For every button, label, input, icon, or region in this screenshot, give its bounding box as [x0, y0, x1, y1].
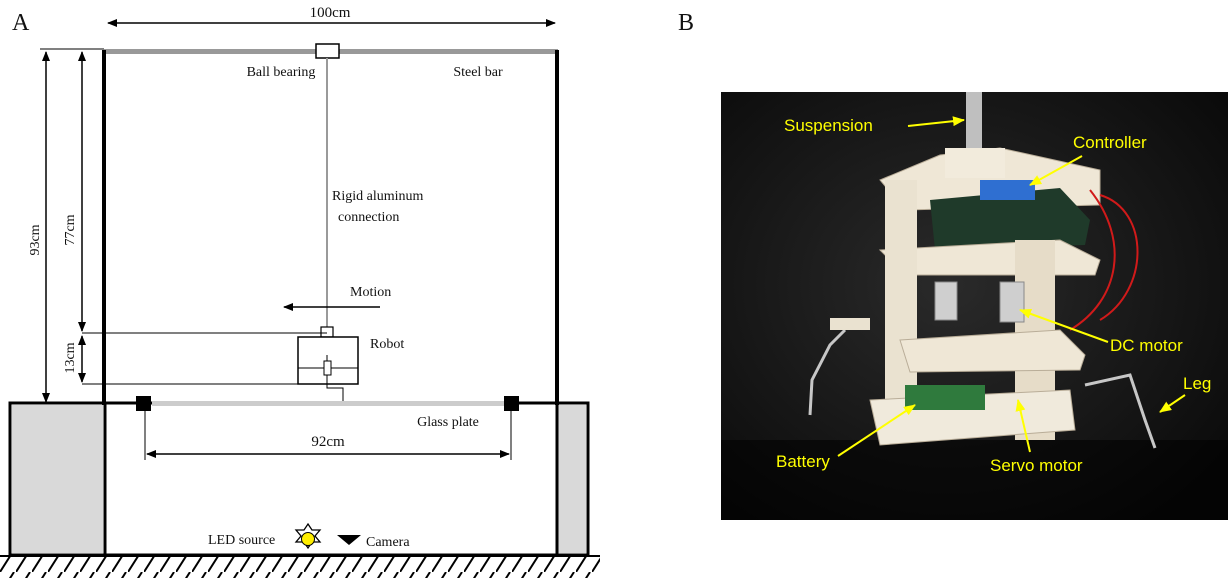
table-left-leg — [12, 405, 103, 553]
robot-photo — [721, 92, 1228, 520]
ground-hatching — [0, 556, 600, 578]
led-source-label: LED source — [208, 533, 275, 548]
motion-label: Motion — [350, 285, 391, 300]
servo-motor-label: Servo motor — [990, 456, 1083, 475]
ball-bearing-label: Ball bearing — [247, 65, 316, 80]
battery-label: Battery — [776, 452, 830, 471]
suspension-pointer — [907, 116, 965, 127]
panel-b-letter: B — [678, 10, 694, 36]
robot-inner-part — [323, 360, 332, 376]
panel-b: B — [678, 10, 1228, 520]
connection-label-line1: Rigid aluminum — [332, 189, 424, 204]
height-total-label: 93cm — [28, 224, 43, 255]
robot-leg — [326, 375, 344, 402]
plate-support-left — [136, 396, 151, 411]
panel-a-letter: A — [12, 10, 30, 36]
width-dimension-label: 100cm — [310, 5, 351, 21]
steel-bar-label: Steel bar — [453, 65, 503, 80]
robot-label: Robot — [370, 337, 404, 352]
leg-pointer — [1159, 394, 1186, 413]
connection-label-line2: connection — [338, 210, 399, 225]
height-suspension-label: 77cm — [63, 214, 78, 245]
servo-motor-pointer — [1015, 399, 1031, 453]
panel-a: A 100cm Ball bearing Steel bar Rigid alu… — [0, 5, 600, 578]
frame-right-post — [555, 50, 559, 405]
height-robot-label: 13cm — [63, 342, 78, 373]
camera-label: Camera — [366, 535, 410, 550]
dc-motor-label: DC motor — [1110, 336, 1183, 355]
led-icon — [294, 522, 322, 550]
suspension-label: Suspension — [784, 116, 873, 135]
robot-joint — [320, 326, 334, 338]
battery-pointer — [837, 404, 916, 457]
ball-bearing — [315, 43, 340, 59]
plate-support-right — [504, 396, 519, 411]
glass-plate-label: Glass plate — [417, 415, 479, 430]
camera-icon — [337, 535, 361, 545]
controller-label: Controller — [1073, 133, 1147, 152]
plate-span-label: 92cm — [311, 434, 345, 450]
table-right-leg — [558, 405, 586, 553]
controller-pointer — [1029, 155, 1083, 186]
frame-left-post — [102, 50, 106, 405]
glass-plate — [152, 401, 504, 406]
photo-annotations: Suspension Controller DC motor Leg Batte… — [776, 116, 1211, 475]
dc-motor-pointer — [1019, 309, 1109, 343]
leg-label: Leg — [1183, 374, 1211, 393]
